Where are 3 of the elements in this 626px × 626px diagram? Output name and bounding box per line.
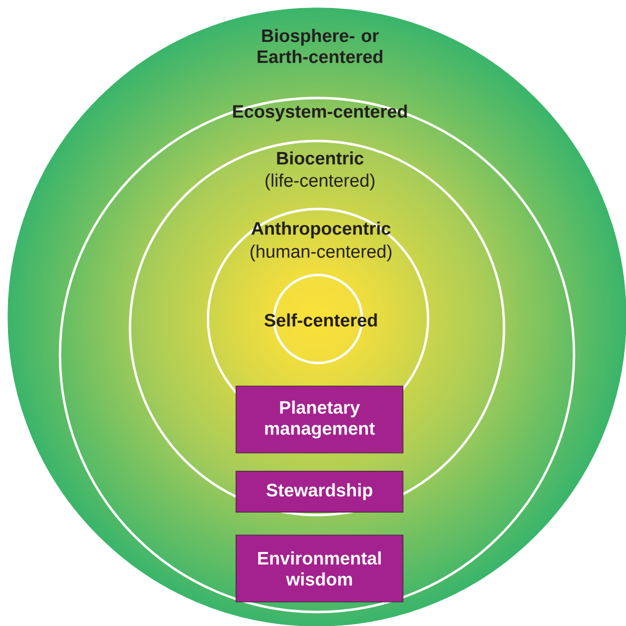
label-box: Environmental wisdom xyxy=(236,534,404,602)
label-box: Stewardship xyxy=(236,470,404,512)
label-box: Planetary management xyxy=(236,386,404,454)
